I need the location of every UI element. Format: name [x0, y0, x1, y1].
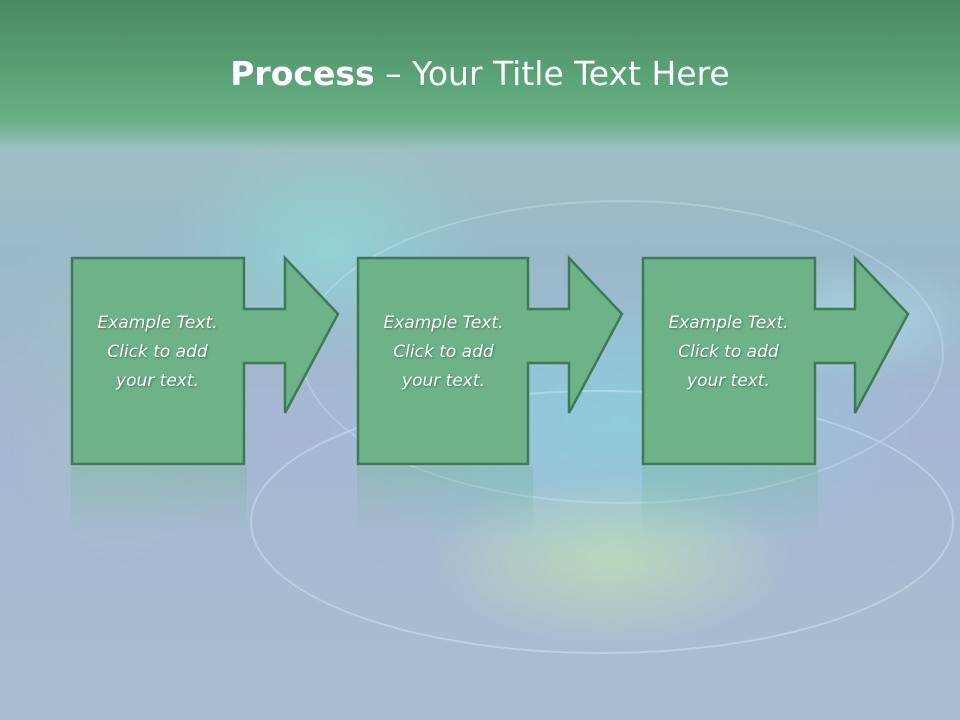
step-reflection: [357, 467, 533, 537]
step-text: Example Text. Click to add your text.: [357, 309, 530, 396]
step-arrow-shape: [70, 254, 340, 466]
process-step-1[interactable]: Example Text. Click to add your text.: [70, 254, 340, 466]
process-step-2[interactable]: Example Text. Click to add your text.: [356, 254, 624, 466]
slide-title[interactable]: Process – Your Title Text Here: [0, 52, 960, 96]
step-text-line: Example Text.: [97, 313, 218, 333]
step-text-line: your text.: [687, 371, 770, 391]
step-reflection: [642, 467, 818, 537]
step-arrow-shape: [356, 254, 624, 466]
step-text-line: Example Text.: [668, 313, 789, 333]
step-text: Example Text. Click to add your text.: [642, 309, 815, 396]
title-rest: – Your Title Text Here: [374, 54, 730, 93]
title-band: [0, 0, 960, 150]
step-text-line: Click to add: [393, 342, 494, 362]
step-text-line: your text.: [402, 371, 485, 391]
step-text-line: Click to add: [107, 342, 208, 362]
step-text-line: your text.: [116, 371, 199, 391]
step-text: Example Text. Click to add your text.: [71, 309, 244, 396]
step-reflection: [71, 467, 247, 537]
step-arrow-shape: [641, 254, 910, 466]
step-text-line: Click to add: [678, 342, 779, 362]
step-text-line: Example Text.: [383, 313, 504, 333]
title-bold: Process: [230, 54, 375, 93]
process-step-3[interactable]: Example Text. Click to add your text.: [641, 254, 910, 466]
